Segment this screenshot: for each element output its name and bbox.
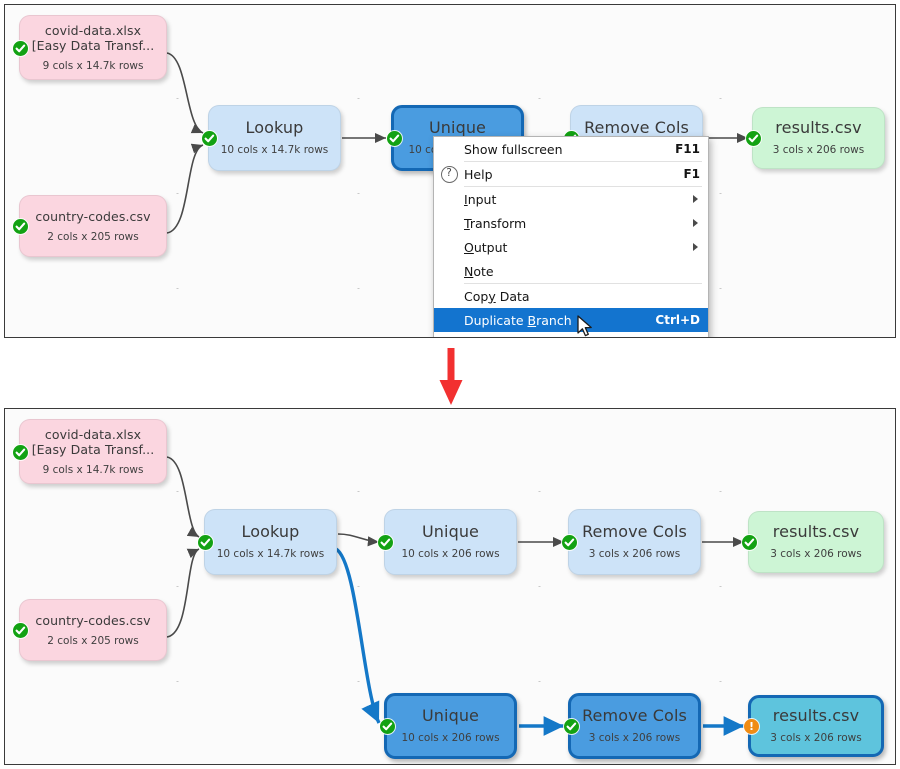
menu-item-label: Note — [464, 263, 494, 279]
check-icon — [746, 131, 761, 146]
zoom-icon — [434, 337, 464, 338]
node-title: Unique — [421, 522, 480, 541]
menu-item-label: Show fullscreen — [464, 141, 563, 157]
menu-item-output[interactable]: Output — [434, 235, 708, 259]
node-dimensions: 10 cols x 206 rows — [401, 732, 500, 744]
check-icon — [13, 444, 28, 460]
menu-item-label: Zoom Selected — [464, 337, 647, 338]
check-icon — [13, 40, 28, 56]
flow-node-results[interactable]: results.csv 3 cols x 206 rows — [746, 107, 885, 169]
flow-node-remove-cols-b2[interactable]: Remove Cols 3 cols x 206 rows — [564, 693, 701, 759]
node-title: Remove Cols — [582, 522, 687, 541]
node-title: results.csv — [772, 522, 860, 541]
before-panel: covid-data.xlsx[Easy Data Transf... 9 col… — [4, 4, 896, 338]
chevron-right-icon — [693, 219, 698, 227]
warning-icon: ! — [744, 719, 759, 734]
menu-item-label: Input — [464, 191, 497, 207]
flow-node-covid-data[interactable]: covid-data.xlsx[Easy Data Transf... 9 col… — [13, 15, 167, 80]
check-icon — [380, 719, 395, 734]
transition-arrow-icon — [439, 348, 463, 405]
menu-separator — [464, 283, 702, 284]
check-icon — [562, 535, 577, 550]
flow-node-lookup-b[interactable]: Lookup 10 cols x 14.7k rows — [198, 509, 337, 575]
check-icon — [13, 219, 28, 234]
flow-node-lookup[interactable]: Lookup 10 cols x 14.7k rows — [202, 105, 341, 171]
menu-item-zoom-selected[interactable]: Zoom SelectedCtrl+/ — [434, 332, 708, 338]
check-icon — [198, 535, 213, 550]
node-title: Lookup — [241, 522, 300, 541]
node-dimensions: 9 cols x 14.7k rows — [42, 59, 144, 72]
node-dimensions: 10 cols x 14.7k rows — [220, 144, 329, 156]
node-title: country-codes.csv — [35, 612, 151, 628]
node-title: Remove Cols — [584, 118, 689, 137]
menu-item-label: Duplicate Branch — [464, 312, 572, 328]
flow-node-country-codes-b[interactable]: country-codes.csv 2 cols x 205 rows — [13, 599, 167, 661]
flow-node-unique-b2[interactable]: Unique 10 cols x 206 rows — [380, 693, 517, 759]
menu-item-help[interactable]: ?Help F1 — [434, 162, 708, 186]
menu-item-note[interactable]: Note — [434, 259, 708, 283]
node-dimensions: 10 cols x 206 rows — [401, 548, 500, 560]
menu-item-show-fullscreen[interactable]: Show fullscreen F11 — [434, 137, 708, 161]
node-dimensions: 3 cols x 206 rows — [770, 732, 862, 744]
node-subtitle: [Easy Data Transf... — [31, 37, 155, 53]
menu-item-label: Output — [464, 239, 508, 255]
menu-item-label: Copy Data — [464, 288, 530, 304]
node-dimensions: 3 cols x 206 rows — [770, 548, 862, 560]
help-icon: ? — [434, 165, 464, 183]
node-subtitle: [Easy Data Transf... — [31, 441, 155, 457]
menu-item-transform[interactable]: Transform — [434, 211, 708, 235]
menu-item-shortcut: Ctrl+D — [655, 313, 700, 327]
menu-item-shortcut: F11 — [675, 142, 700, 156]
flow-node-covid-data-b[interactable]: covid-data.xlsx[Easy Data Transf... 9 col… — [13, 419, 167, 484]
node-title: results.csv — [775, 118, 862, 137]
menu-separator — [464, 186, 702, 187]
check-icon — [742, 535, 757, 550]
node-title: covid-data.xlsx — [44, 426, 142, 442]
menu-item-shortcut: Ctrl+/ — [647, 337, 700, 338]
node-dimensions: 10 cols x 14.7k rows — [216, 548, 325, 560]
node-title: covid-data.xlsx — [44, 22, 142, 38]
node-dimensions: 2 cols x 205 rows — [47, 230, 139, 243]
node-dimensions: 3 cols x 206 rows — [588, 732, 681, 744]
flow-node-results-b2[interactable]: results.csv 3 cols x 206 rows! — [744, 695, 884, 757]
node-title: results.csv — [772, 706, 860, 725]
flow-node-results-b1[interactable]: results.csv 3 cols x 206 rows — [742, 511, 884, 573]
menu-item-copy-data[interactable]: Copy Data — [434, 284, 708, 308]
flow-node-remove-cols-b1[interactable]: Remove Cols 3 cols x 206 rows — [562, 509, 701, 575]
after-panel: covid-data.xlsx[Easy Data Transf... 9 col… — [4, 408, 896, 765]
menu-item-label: Transform — [464, 215, 527, 231]
node-dimensions: 9 cols x 14.7k rows — [42, 463, 144, 476]
node-title: Lookup — [245, 118, 304, 137]
menu-separator — [464, 161, 702, 162]
check-icon — [564, 719, 579, 734]
node-title: country-codes.csv — [35, 208, 151, 224]
check-icon — [378, 535, 393, 550]
node-dimensions: 2 cols x 205 rows — [47, 634, 139, 647]
check-icon — [387, 131, 402, 146]
menu-item-duplicate-branch[interactable]: Duplicate Branch Ctrl+D — [434, 308, 708, 332]
node-title: Remove Cols — [582, 706, 687, 725]
menu-item-shortcut: F1 — [683, 167, 700, 181]
node-title: Unique — [428, 118, 487, 137]
node-title: Unique — [421, 706, 480, 725]
node-dimensions: 3 cols x 206 rows — [588, 548, 681, 560]
flow-node-country-codes[interactable]: country-codes.csv 2 cols x 205 rows — [13, 195, 167, 257]
flow-node-unique-b1[interactable]: Unique 10 cols x 206 rows — [378, 509, 517, 575]
menu-item-input[interactable]: Input — [434, 187, 708, 211]
menu-item-label: Help — [464, 166, 493, 182]
chevron-right-icon — [693, 243, 698, 251]
check-icon — [202, 131, 217, 146]
chevron-right-icon — [693, 195, 698, 203]
node-dimensions: 3 cols x 206 rows — [772, 144, 865, 156]
check-icon — [13, 623, 28, 638]
